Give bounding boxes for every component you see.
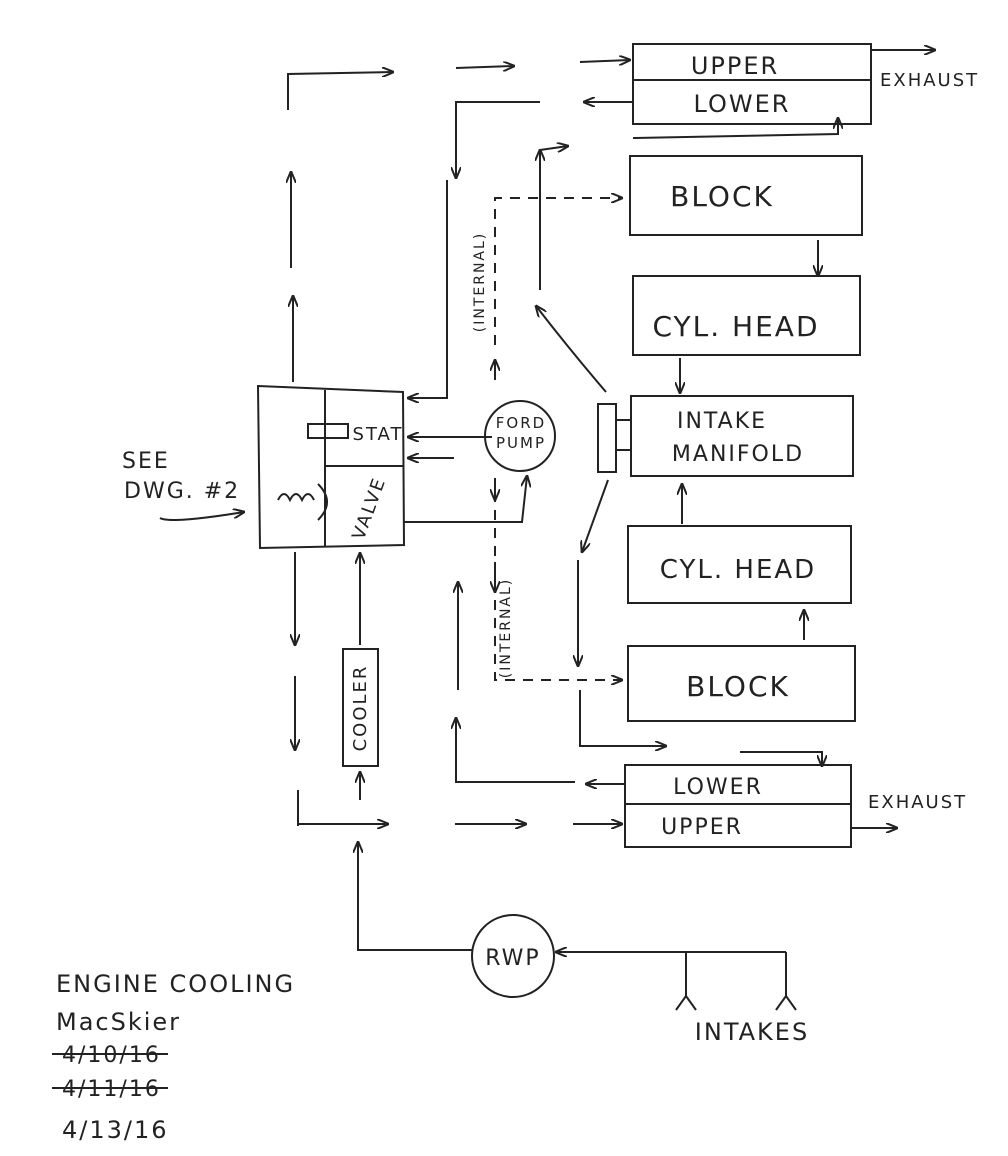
internal-top-label: (INTERNAL) bbox=[472, 232, 488, 333]
see-dwg-line1: SEE bbox=[122, 449, 170, 474]
thermostat-valve-label: VALVE bbox=[348, 474, 390, 542]
bottom-manifold-upper-label: UPPER bbox=[661, 815, 743, 840]
flow-return-to-stat bbox=[408, 180, 448, 398]
ford-pump: FORD PUMP bbox=[484, 400, 556, 472]
bottom-block-label: BLOCK bbox=[686, 670, 790, 703]
bottom-block: BLOCK bbox=[627, 645, 856, 722]
flow-rwp-to-cooler-line bbox=[358, 842, 472, 951]
title-block: ENGINE COOLING MacSkier 4/10/16 4/11/16 … bbox=[52, 970, 295, 1144]
rwp-circle bbox=[471, 914, 555, 998]
intake-manifold-box bbox=[630, 395, 854, 477]
bottom-cyl-head-label: CYL. HEAD bbox=[660, 555, 816, 585]
intake-manifold-line1: INTAKE bbox=[677, 409, 767, 434]
see-dwg-line2: DWG. #2 bbox=[124, 479, 240, 504]
top-cyl-head: CYL. HEAD bbox=[632, 275, 861, 356]
flow-intake-down bbox=[582, 479, 609, 552]
flow-top-header-1 bbox=[287, 72, 393, 110]
bottom-block-box bbox=[627, 645, 856, 722]
intake-2-fork bbox=[775, 994, 797, 1011]
flow-internal-top-path bbox=[494, 198, 622, 345]
cooler-box bbox=[342, 648, 379, 767]
intake-manifold-line2: MANIFOLD bbox=[672, 442, 804, 467]
intake-throttle-body bbox=[597, 403, 617, 473]
top-exhaust-label: EXHAUST bbox=[880, 70, 979, 91]
top-manifold-upper-label: UPPER bbox=[691, 52, 779, 80]
top-manifold-box bbox=[632, 43, 872, 125]
bottom-exhaust-label: EXHAUST bbox=[868, 792, 967, 813]
top-cyl-head-label: CYL. HEAD bbox=[652, 310, 819, 343]
flow-bottom-return-up bbox=[456, 718, 575, 783]
ford-pump-line1: FORD bbox=[496, 414, 546, 432]
bottom-cyl-head-box bbox=[627, 525, 852, 604]
flow-top-header-2 bbox=[455, 66, 514, 68]
flow-top-header-3 bbox=[579, 60, 630, 62]
top-cyl-head-box bbox=[632, 275, 861, 356]
see-drawing-note: SEE DWG. #2 bbox=[122, 449, 244, 521]
flow-lines bbox=[287, 60, 838, 951]
flow-valve-to-pump bbox=[404, 476, 527, 523]
bottom-manifold-box bbox=[624, 764, 852, 848]
thermostat-valve-seat bbox=[317, 483, 328, 521]
thermostat-stat-label: STAT bbox=[353, 424, 404, 445]
flow-block-to-manifold bbox=[579, 690, 666, 746]
bottom-exhaust-manifold: LOWER UPPER EXHAUST bbox=[624, 764, 967, 848]
intakes: INTAKES bbox=[556, 952, 809, 1046]
see-dwg-arrow bbox=[159, 512, 244, 521]
cooler-label: COOLER bbox=[350, 665, 371, 752]
flow-intake-to-up bbox=[536, 306, 607, 393]
intake-1-fork bbox=[675, 994, 697, 1011]
top-block-label: BLOCK bbox=[670, 180, 774, 213]
flow-right-up-tip bbox=[539, 146, 568, 150]
top-block-box bbox=[629, 155, 863, 236]
rwp-label: RWP bbox=[485, 946, 540, 971]
ford-pump-line2: PUMP bbox=[496, 434, 546, 452]
struck-date-1: 4/10/16 bbox=[62, 1043, 161, 1068]
drawing-title: ENGINE COOLING bbox=[56, 970, 295, 998]
thermostat-spring bbox=[277, 493, 315, 503]
drawing-author: MacSkier bbox=[56, 1008, 181, 1036]
top-block: BLOCK bbox=[629, 155, 863, 236]
thermostat-element bbox=[307, 423, 349, 439]
top-exhaust-manifold: UPPER LOWER EXHAUST bbox=[632, 43, 979, 125]
internal-bottom-label: (INTERNAL) bbox=[498, 578, 514, 679]
intakes-label: INTAKES bbox=[695, 1018, 809, 1046]
current-date: 4/13/16 bbox=[62, 1116, 169, 1144]
cooler: COOLER bbox=[342, 648, 379, 767]
top-manifold-lower-label: LOWER bbox=[694, 90, 791, 118]
flow-block-to-manifold-2 bbox=[740, 751, 822, 766]
thermostat-housing-outline bbox=[256, 384, 406, 550]
bottom-cyl-head: CYL. HEAD bbox=[627, 525, 852, 604]
bottom-manifold-lower-label: LOWER bbox=[673, 775, 763, 800]
flow-internal-bottom-path bbox=[494, 492, 622, 680]
thermostat-housing: STAT VALVE bbox=[256, 384, 406, 550]
flow-top-manifold-lower-exit bbox=[632, 118, 838, 139]
intake-manifold: INTAKE MANIFOLD bbox=[597, 395, 854, 477]
raw-water-pump: RWP bbox=[471, 914, 555, 998]
struck-date-2: 4/11/16 bbox=[62, 1077, 161, 1102]
flow-top-return-down bbox=[456, 101, 540, 178]
